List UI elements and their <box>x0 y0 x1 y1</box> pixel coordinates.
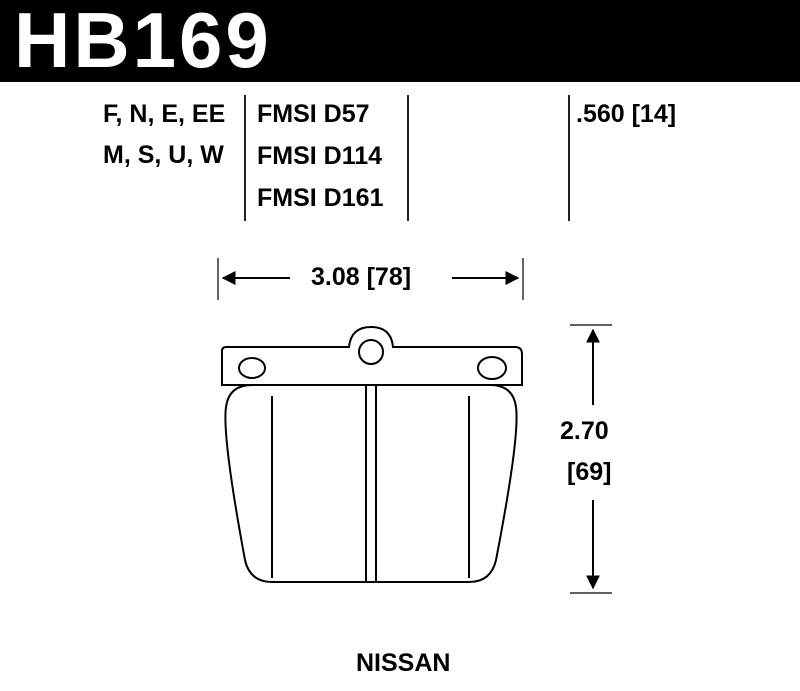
part-number-title: HB169 <box>14 0 272 84</box>
column-divider-1 <box>244 95 246 221</box>
compound-list-line-2: M, S, U, W <box>103 141 224 169</box>
fmsi-code-2: FMSI D114 <box>257 142 383 170</box>
compound-list-line-1: F, N, E, EE <box>103 100 226 128</box>
vehicle-make-label: NISSAN <box>356 649 451 677</box>
title-bar: HB169 <box>0 0 800 84</box>
fmsi-code-1: FMSI D57 <box>257 100 370 128</box>
friction-material-outline <box>224 384 518 583</box>
fmsi-code-3: FMSI D161 <box>257 184 384 212</box>
column-divider-2 <box>407 95 409 221</box>
height-dimension-mm: [69] <box>567 458 612 486</box>
backing-plate-outline <box>221 325 523 386</box>
width-dimension-label: 3.08 [78] <box>311 263 412 291</box>
mounting-hole-left <box>238 357 266 379</box>
height-dimension-inches: 2.70 <box>560 417 609 445</box>
column-divider-3 <box>568 95 570 221</box>
mounting-hole-right <box>477 356 507 380</box>
thickness-value: .560 [14] <box>576 100 677 128</box>
mounting-hole-center <box>358 339 384 365</box>
